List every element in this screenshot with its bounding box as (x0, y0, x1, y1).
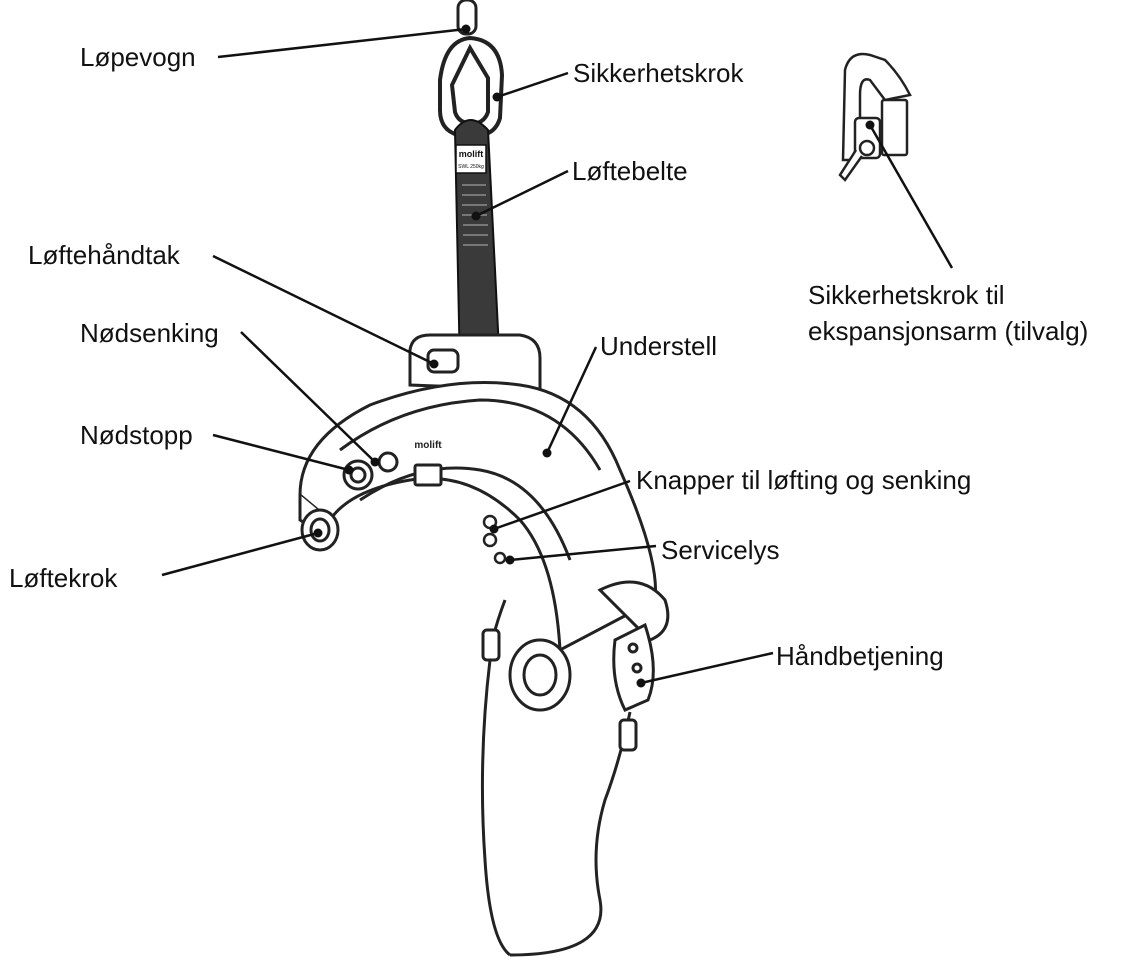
leader-handbetjening (641, 653, 773, 683)
leader-sikkerhetskrok (497, 73, 568, 97)
strap-brand-text: molift (459, 149, 484, 159)
label-nodstopp: Nødstopp (80, 420, 193, 450)
leader-loftehandtak (213, 256, 434, 364)
main-body: molift (300, 383, 656, 651)
body-brand-text: molift (414, 440, 442, 451)
label-inset-line2: ekspansjonsarm (tilvalg) (808, 316, 1088, 346)
label-servicelys: Servicelys (661, 535, 779, 565)
leader-lopevogn (218, 29, 466, 57)
label-loftekrok: Løftekrok (9, 563, 117, 593)
inset-safety-hook (840, 54, 910, 180)
label-knapper: Knapper til løfting og senking (636, 465, 971, 495)
leader-nodsenking (241, 332, 375, 462)
lift-buttons (484, 516, 505, 563)
label-lopevogn: Løpevogn (80, 42, 196, 72)
label-inset-line1: Sikkerhetskrok til (808, 280, 1005, 310)
leader-inset (870, 125, 952, 268)
label-understell: Understell (600, 331, 717, 361)
lifting-strap: molift SWL 250kg (455, 120, 500, 370)
label-nodsenking: Nødsenking (80, 318, 219, 348)
label-loftehandtak: Løftehåndtak (28, 240, 180, 270)
strap-spec-text: SWL 250kg (458, 164, 484, 170)
leader-loftekrok (162, 533, 318, 575)
label-sikkerhetskrok: Sikkerhetskrok (573, 58, 744, 88)
label-loftebelte: Løftebelte (572, 156, 688, 186)
hand-control (614, 625, 654, 710)
label-handbetjening: Håndbetjening (776, 641, 944, 671)
